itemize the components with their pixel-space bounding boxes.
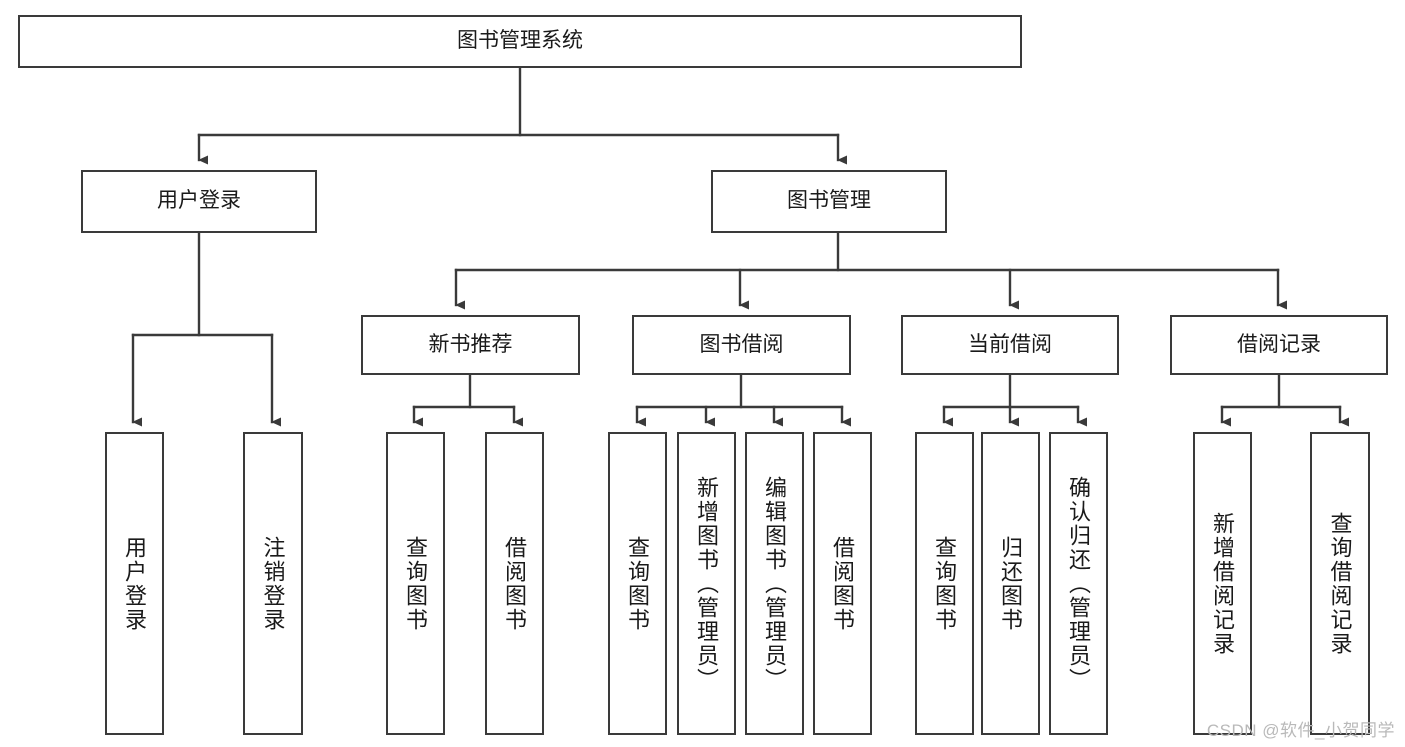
node-leaf-add-record-label: 新增借阅记录 bbox=[1210, 511, 1236, 656]
node-leaf-user-login-label: 用户登录 bbox=[122, 535, 148, 632]
node-leaf-add-book[interactable]: 新增图书（管理员） bbox=[677, 432, 736, 735]
node-borrow-record-label: 借阅记录 bbox=[1237, 332, 1321, 356]
node-leaf-add-record[interactable]: 新增借阅记录 bbox=[1193, 432, 1252, 735]
node-new-book-recommend-label: 新书推荐 bbox=[428, 332, 513, 356]
node-leaf-query-record-label: 查询借阅记录 bbox=[1327, 511, 1353, 656]
node-leaf-query-book-1[interactable]: 查询图书 bbox=[386, 432, 445, 735]
node-leaf-query-book-2[interactable]: 查询图书 bbox=[608, 432, 667, 735]
node-user-login[interactable]: 用户登录 bbox=[81, 170, 317, 233]
node-leaf-query-book-3-label: 查询图书 bbox=[932, 535, 958, 632]
node-leaf-logout[interactable]: 注销登录 bbox=[243, 432, 303, 735]
node-leaf-query-record[interactable]: 查询借阅记录 bbox=[1310, 432, 1370, 735]
node-leaf-add-book-label: 新增图书（管理员） bbox=[694, 475, 720, 692]
node-book-management[interactable]: 图书管理 bbox=[711, 170, 947, 233]
node-leaf-query-book-3[interactable]: 查询图书 bbox=[915, 432, 974, 735]
node-leaf-borrow-book-2[interactable]: 借阅图书 bbox=[813, 432, 872, 735]
node-leaf-borrow-book-1[interactable]: 借阅图书 bbox=[485, 432, 544, 735]
node-root-label: 图书管理系统 bbox=[457, 29, 583, 53]
node-leaf-query-book-2-label: 查询图书 bbox=[625, 535, 651, 632]
node-leaf-borrow-book-2-label: 借阅图书 bbox=[830, 535, 856, 632]
node-leaf-logout-label: 注销登录 bbox=[260, 535, 286, 632]
node-root[interactable]: 图书管理系统 bbox=[18, 15, 1022, 68]
node-current-borrow-label: 当前借阅 bbox=[968, 332, 1052, 356]
node-leaf-query-book-1-label: 查询图书 bbox=[403, 535, 429, 632]
node-book-management-label: 图书管理 bbox=[787, 189, 871, 213]
node-book-borrow[interactable]: 图书借阅 bbox=[632, 315, 851, 375]
node-borrow-record[interactable]: 借阅记录 bbox=[1170, 315, 1388, 375]
node-leaf-return-book[interactable]: 归还图书 bbox=[981, 432, 1040, 735]
node-leaf-borrow-book-1-label: 借阅图书 bbox=[502, 535, 528, 632]
node-current-borrow[interactable]: 当前借阅 bbox=[901, 315, 1119, 375]
node-leaf-edit-book[interactable]: 编辑图书（管理员） bbox=[745, 432, 804, 735]
node-user-login-label: 用户登录 bbox=[157, 189, 241, 213]
node-leaf-user-login[interactable]: 用户登录 bbox=[105, 432, 164, 735]
node-new-book-recommend[interactable]: 新书推荐 bbox=[361, 315, 580, 375]
node-leaf-edit-book-label: 编辑图书（管理员） bbox=[762, 475, 788, 692]
node-leaf-confirm-return-label: 确认归还（管理员） bbox=[1066, 475, 1092, 692]
node-book-borrow-label: 图书借阅 bbox=[699, 332, 784, 356]
node-leaf-return-book-label: 归还图书 bbox=[998, 535, 1024, 632]
node-leaf-confirm-return[interactable]: 确认归还（管理员） bbox=[1049, 432, 1108, 735]
